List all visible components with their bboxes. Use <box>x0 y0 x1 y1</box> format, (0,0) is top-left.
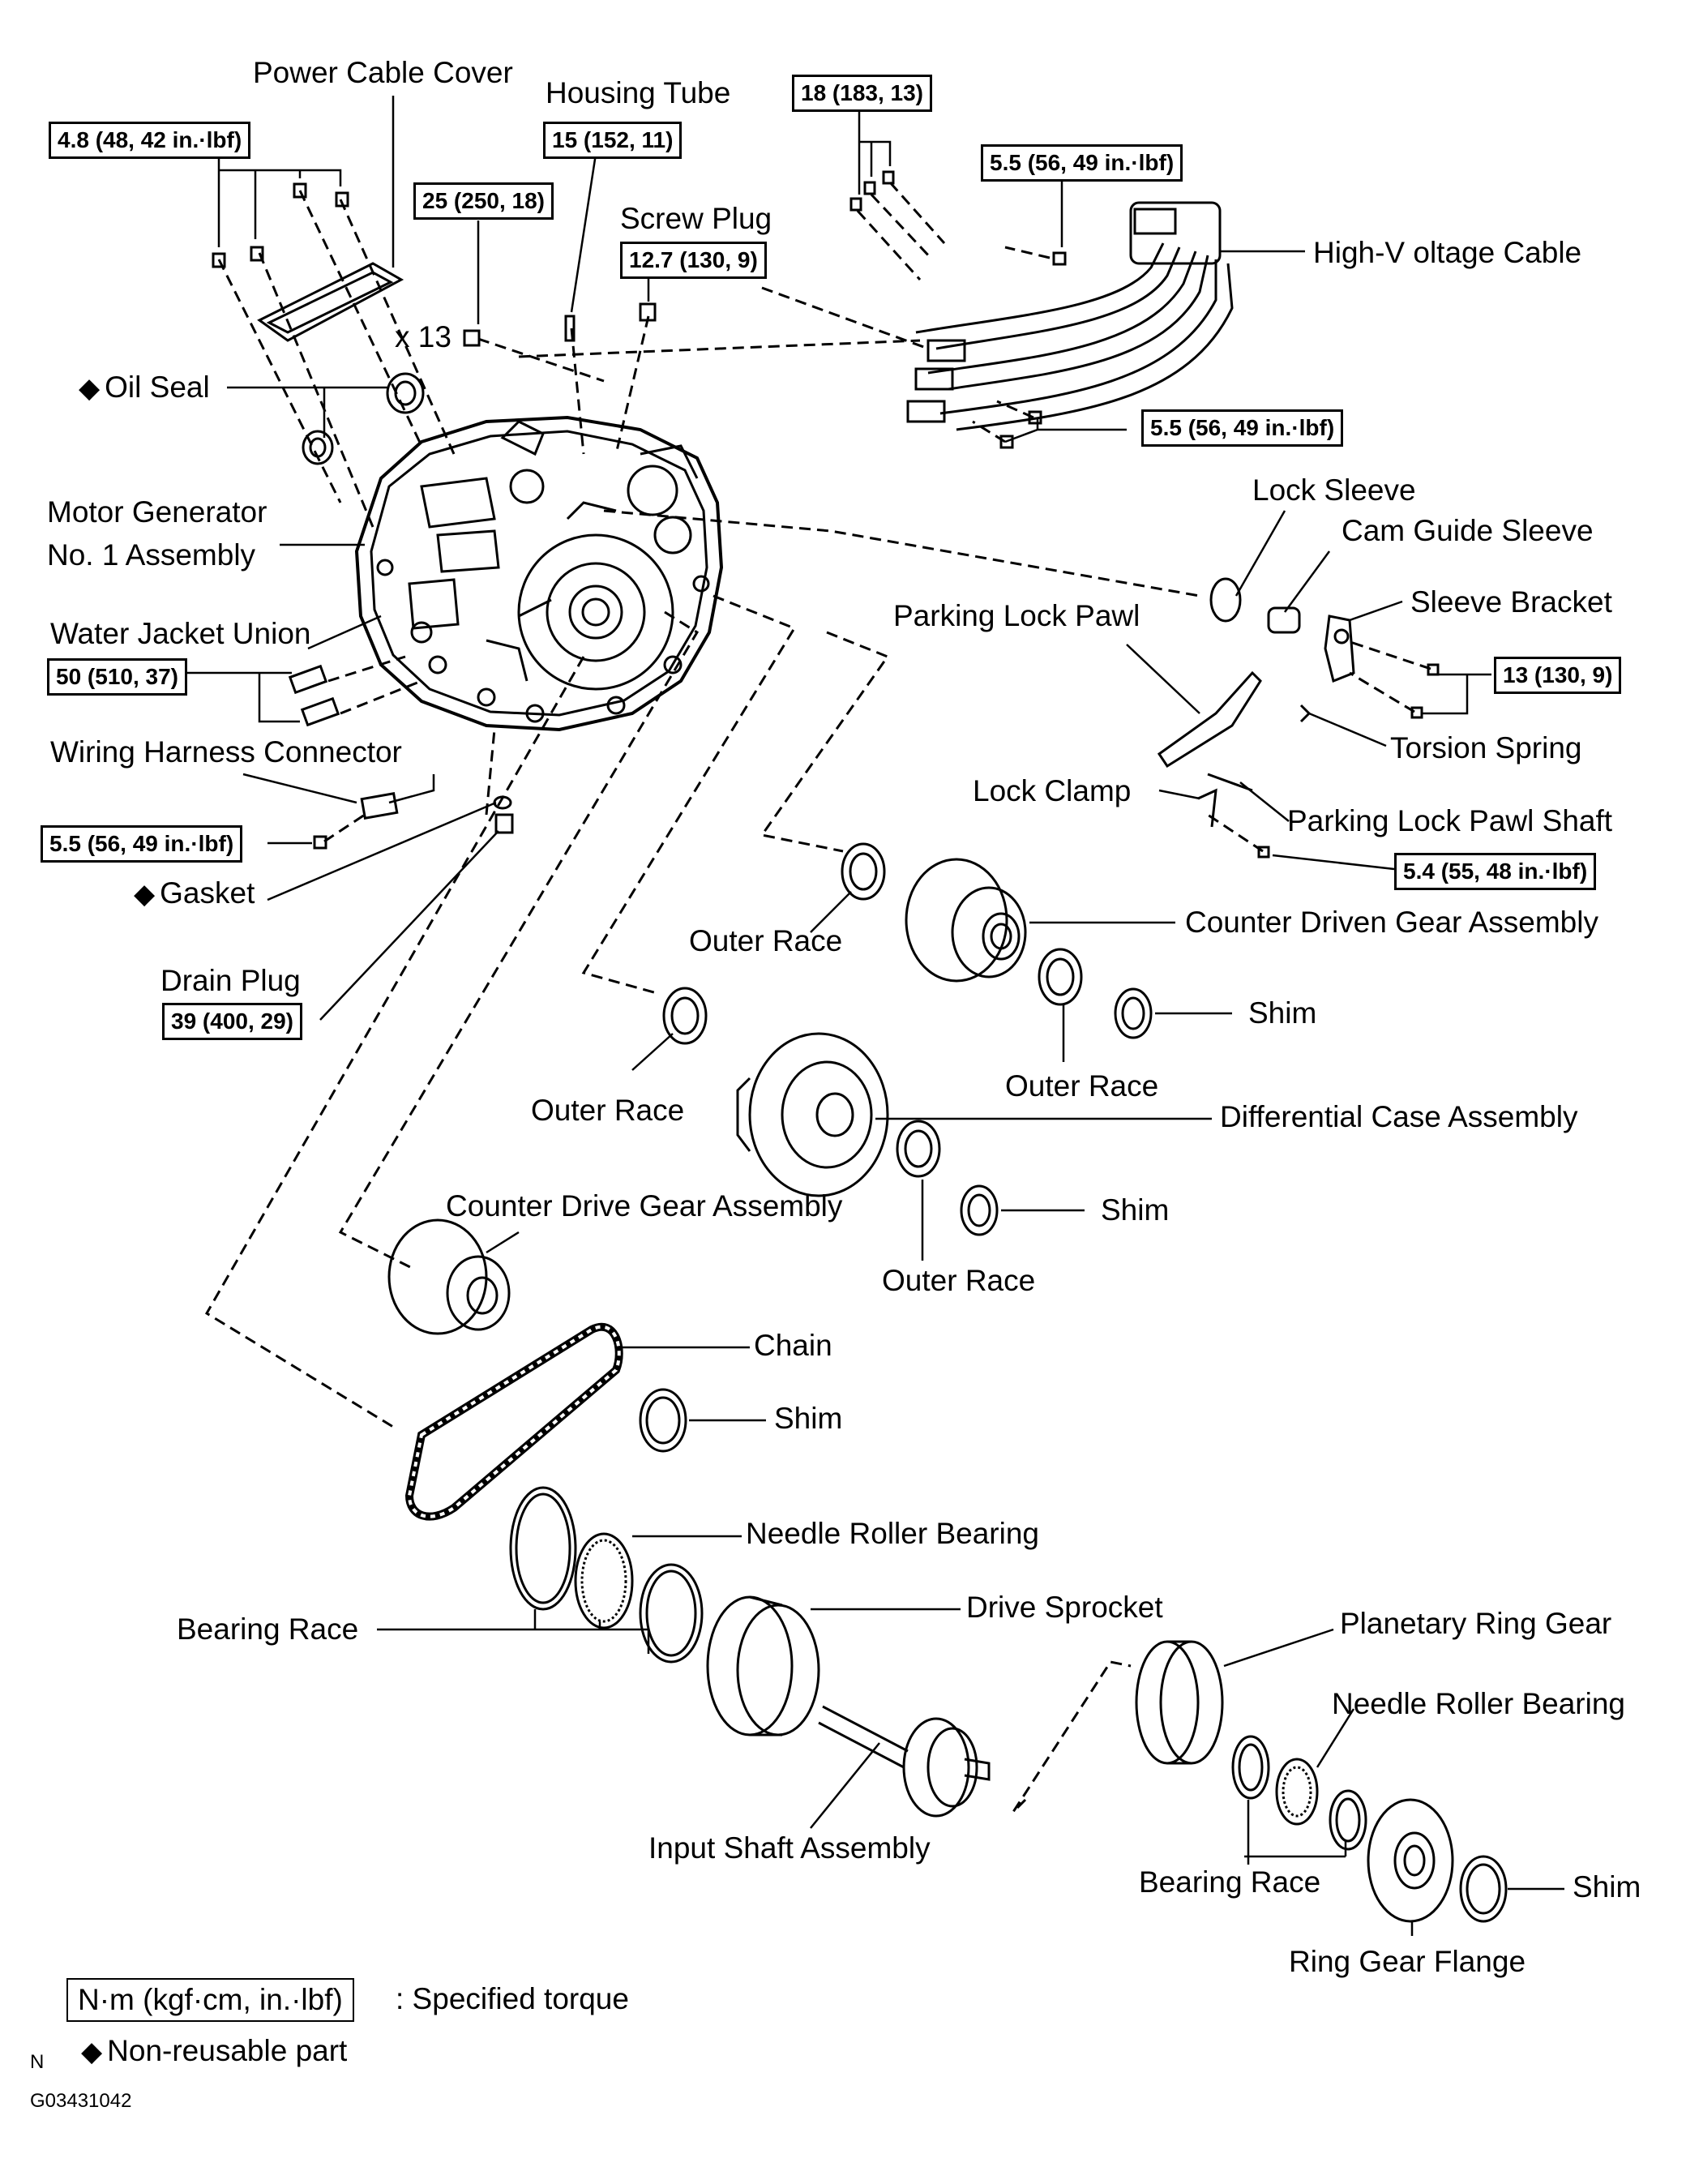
torque-screw-plug: 12.7 (130, 9) <box>620 242 767 279</box>
label-torsion-spring: Torsion Spring <box>1390 731 1582 764</box>
label-gasket-text: Gasket <box>160 876 255 910</box>
label-motor-generator-line2: No. 1 Assembly <box>47 538 256 572</box>
ring-gear-flange-drawing <box>1367 1798 1454 1923</box>
legend-torque-description: : Specified torque <box>396 1982 629 2015</box>
label-bearing-race-2: Bearing Race <box>1139 1865 1321 1899</box>
label-lock-sleeve: Lock Sleeve <box>1252 473 1416 507</box>
chain-drawing <box>404 1322 623 1521</box>
leader-lines <box>186 96 1564 1936</box>
input-shaft-drawing <box>818 1705 991 1818</box>
torque-hv-cable-bolts: 18 (183, 13) <box>792 75 932 112</box>
label-parking-lock-pawl: Parking Lock Pawl <box>893 599 1140 632</box>
label-differential-case: Differential Case Assembly <box>1220 1100 1578 1133</box>
label-cam-guide-sleeve: Cam Guide Sleeve <box>1342 514 1594 547</box>
torque-power-cable-cover: 4.8 (48, 42 in.·lbf) <box>49 122 251 159</box>
torque-sleeve-bracket: 13 (130, 9) <box>1494 657 1622 694</box>
diamond-icon: ◆ <box>81 2036 103 2067</box>
label-shim-1: Shim <box>1248 996 1317 1030</box>
high-voltage-cable-drawing <box>906 201 1234 431</box>
label-input-shaft: Input Shaft Assembly <box>648 1831 931 1865</box>
torque-water-jacket-union: 50 (510, 37) <box>47 658 187 696</box>
label-planetary-ring-gear: Planetary Ring Gear <box>1340 1607 1612 1640</box>
power-cable-cover-drawing <box>257 262 404 342</box>
counter-driven-gear-drawing <box>905 858 1027 983</box>
drive-sprocket-drawing <box>706 1595 820 1736</box>
label-needle-roller-bearing-1: Needle Roller Bearing <box>746 1517 1039 1550</box>
label-oil-seal-text: Oil Seal <box>105 370 210 404</box>
label-oil-seal: ◆Oil Seal <box>79 371 210 405</box>
north-marker: N <box>30 2051 45 2073</box>
cover-bolts-drawing <box>212 182 349 268</box>
label-parking-lock-pawl-shaft: Parking Lock Pawl Shaft <box>1287 804 1613 837</box>
label-chain: Chain <box>754 1329 832 1362</box>
label-outer-race-1: Outer Race <box>689 924 843 957</box>
label-wiring-harness-connector: Wiring Harness Connector <box>50 735 402 769</box>
figure-id: G03431042 <box>30 2090 132 2112</box>
torque-drain-plug: 39 (400, 29) <box>162 1003 302 1040</box>
label-bearing-race-1: Bearing Race <box>177 1612 359 1646</box>
legend-nonreusable-text: Non-reusable part <box>107 2034 348 2067</box>
counter-drive-gear-drawing <box>387 1218 511 1335</box>
legend-torque-unit-box: N·m (kgf·cm, in.·lbf) <box>66 1978 354 2022</box>
label-housing-tube: Housing Tube <box>546 76 731 109</box>
transaxle-housing-drawing <box>354 415 724 732</box>
label-water-jacket-union: Water Jacket Union <box>50 617 311 650</box>
label-gasket: ◆Gasket <box>134 877 255 910</box>
label-outer-race-4: Outer Race <box>882 1264 1036 1297</box>
diamond-icon: ◆ <box>134 879 156 910</box>
label-sleeve-bracket: Sleeve Bracket <box>1410 585 1612 619</box>
label-power-cable-cover: Power Cable Cover <box>253 56 513 89</box>
label-ring-gear-flange: Ring Gear Flange <box>1289 1945 1526 1978</box>
diamond-icon: ◆ <box>79 373 101 404</box>
label-needle-roller-bearing-2: Needle Roller Bearing <box>1332 1687 1625 1720</box>
label-screw-plug: Screw Plug <box>620 202 772 235</box>
label-shim-4: Shim <box>1573 1870 1641 1904</box>
label-counter-driven-gear: Counter Driven Gear Assembly <box>1185 906 1598 939</box>
label-motor-generator-line1: Motor Generator <box>47 495 267 529</box>
assembly-dashed-lines <box>204 182 1431 1814</box>
label-x13: x 13 <box>395 320 451 353</box>
torque-hv-cable-top: 5.5 (56, 49 in.·lbf) <box>981 144 1183 182</box>
label-high-voltage-cable: High-V oltage Cable <box>1313 236 1582 269</box>
legend-nonreusable: ◆Non-reusable part <box>81 2035 347 2068</box>
label-shim-3: Shim <box>774 1402 843 1435</box>
label-drain-plug: Drain Plug <box>160 964 301 997</box>
label-drive-sprocket: Drive Sprocket <box>966 1591 1163 1624</box>
torque-lock-clamp: 5.4 (55, 48 in.·lbf) <box>1394 853 1597 890</box>
label-shim-2: Shim <box>1101 1193 1170 1227</box>
label-counter-drive-gear: Counter Drive Gear Assembly <box>446 1189 843 1223</box>
label-outer-race-2: Outer Race <box>1005 1069 1159 1103</box>
label-outer-race-3: Outer Race <box>531 1094 685 1127</box>
label-lock-clamp: Lock Clamp <box>973 774 1132 807</box>
differential-case-drawing <box>736 1032 889 1197</box>
torque-wiring-harness: 5.5 (56, 49 in.·lbf) <box>41 825 243 863</box>
torque-hv-cable-bottom: 5.5 (56, 49 in.·lbf) <box>1141 409 1344 447</box>
torque-bolt-x13: 25 (250, 18) <box>413 182 554 220</box>
planetary-ring-gear-drawing <box>1135 1640 1224 1765</box>
torque-housing-tube: 15 (152, 11) <box>543 122 683 159</box>
